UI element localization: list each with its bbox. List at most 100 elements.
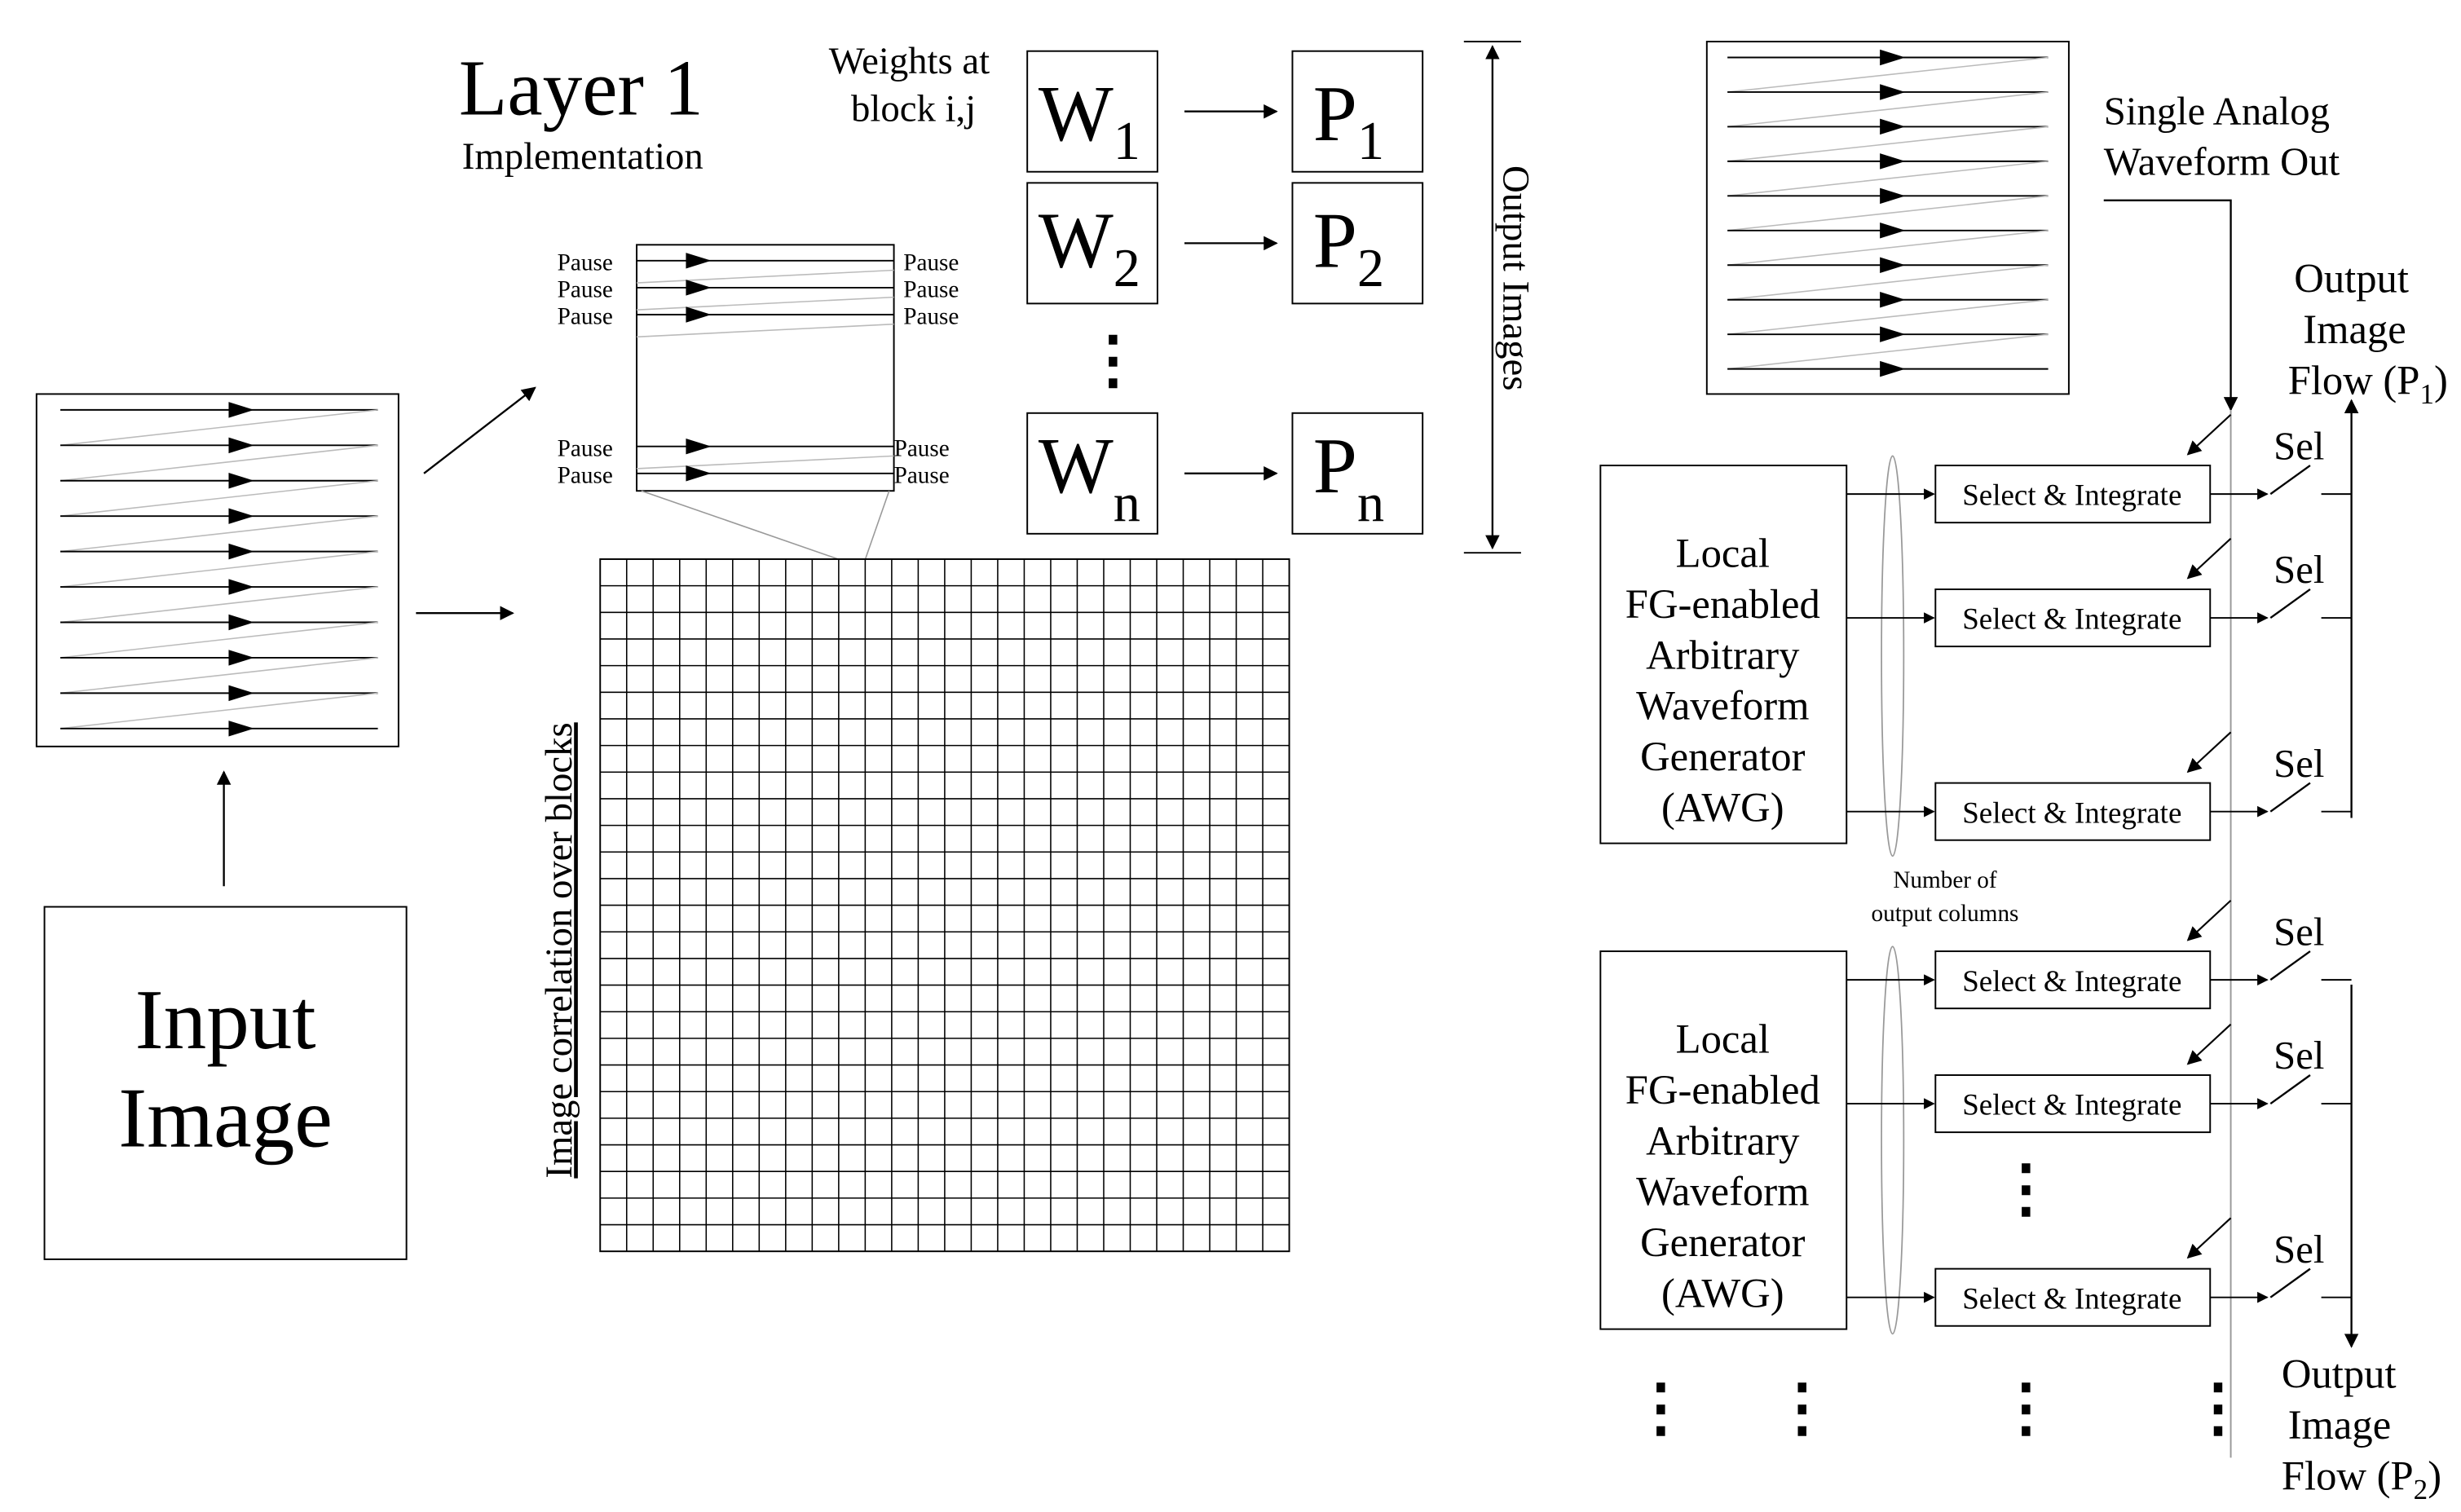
pause-retrace-line: [637, 269, 894, 284]
pause-label-left-3: Pause: [558, 304, 613, 330]
retrace-line: [1727, 298, 2049, 335]
pause-label-left-5: Pause: [558, 462, 613, 488]
awg-2-line-6: (AWG): [1661, 1270, 1784, 1316]
retrace-line: [60, 550, 378, 588]
output-box-p2-label: P2: [1313, 197, 1384, 298]
retrace-line: [1727, 161, 2049, 197]
retrace-line: [60, 586, 378, 624]
retrace-line: [1727, 56, 2049, 93]
output-box-pn: [1291, 412, 1424, 535]
output-box-p1: [1291, 50, 1424, 173]
analog-input-arrow: [2186, 413, 2232, 456]
analog-out-arrow: [2103, 199, 2238, 412]
retrace-line: [60, 692, 378, 730]
awg-1-line-5: Generator: [1640, 734, 1806, 779]
sel-label: Sel: [2274, 548, 2324, 592]
retrace-line: [1727, 230, 2049, 267]
pause-label-left-1: Pause: [558, 249, 613, 276]
awg-block-1: Local FG-enabled Arbitrary Waveform Gene…: [1599, 465, 1848, 844]
retrace-line: [1727, 264, 2049, 301]
scan-arrowhead: [228, 650, 254, 666]
sel-switch: [2269, 782, 2311, 813]
weights-label-line2: block i,j: [851, 87, 976, 130]
awg-2-line-4: Waveform: [1636, 1169, 1809, 1214]
num-columns-line1: Number of: [1893, 867, 1997, 893]
pause-label-left-4: Pause: [558, 435, 613, 461]
select-integrate-box: [1934, 588, 2212, 648]
sel-label: Sel: [2274, 1228, 2324, 1272]
sel-switch: [2269, 588, 2311, 619]
weight-row-2: W2 P2: [1026, 182, 1424, 305]
zoom-connector-left: [641, 490, 839, 560]
num-columns-line2: output columns: [1872, 901, 2019, 927]
flow-p1-line3: Flow (P1): [2288, 357, 2448, 410]
input-waveform-panel: [35, 393, 399, 747]
scan-arrowhead: [228, 402, 254, 418]
retrace-line: [60, 657, 378, 694]
si-ellipsis-middle: ⋮: [1994, 1154, 2057, 1224]
select-integrate-box: [1934, 465, 2212, 524]
select-integrate-label: Select & Integrate: [1962, 1282, 2181, 1316]
scan-arrowhead: [228, 579, 254, 595]
bottom-ellipsis-2: ⋮: [1771, 1373, 1834, 1443]
scan-arrowhead: [1880, 326, 1906, 342]
pause-retrace-line: [637, 296, 894, 311]
pause-arrowhead: [686, 438, 712, 455]
scan-arrowhead: [1880, 49, 1906, 66]
input-image-label-line2: Image: [118, 1070, 333, 1166]
weight-box-wn-label: Wn: [1039, 422, 1140, 533]
pause-label-right-5: Pause: [894, 462, 950, 488]
scan-arrowhead: [1880, 84, 1906, 100]
sel-label: Sel: [2274, 424, 2324, 468]
pause-retrace-line: [637, 455, 894, 469]
awg-1-line-2: FG-enabled: [1625, 581, 1820, 627]
bottom-ellipsis-1: ⋮: [1629, 1373, 1692, 1443]
select-integrate-label: Select & Integrate: [1962, 603, 2181, 637]
output-box-p1-label: P1: [1313, 70, 1384, 171]
scan-arrowhead: [228, 543, 254, 560]
weights-label-line1: Weights at: [829, 40, 990, 82]
scan-arrowhead: [228, 721, 254, 737]
pause-arrowhead: [686, 465, 712, 482]
select-integrate-label: Select & Integrate: [1962, 479, 2181, 513]
retrace-line: [1727, 126, 2049, 162]
flow-p2-line1: Output: [2282, 1351, 2397, 1397]
output-box-pn-label: Pn: [1313, 422, 1384, 533]
pause-arrowhead: [686, 306, 712, 323]
sel-switch: [2269, 1074, 2311, 1105]
analog-waveform-lines: [1727, 49, 2049, 377]
pause-arrowhead: [686, 253, 712, 269]
analog-input-arrow: [2186, 1023, 2232, 1065]
analog-input-arrow: [2186, 537, 2232, 580]
retrace-line: [60, 515, 378, 553]
scan-arrowhead: [228, 437, 254, 454]
awg-1-line-4: Waveform: [1636, 683, 1809, 729]
awg-2-line-2: FG-enabled: [1625, 1067, 1820, 1113]
weight-box-wn: [1026, 412, 1158, 535]
awg-box-2: [1599, 950, 1848, 1330]
zoom-connector-right: [864, 490, 890, 560]
input-image-label-line1: Input: [135, 972, 316, 1067]
scan-arrowhead: [1880, 360, 1906, 377]
retrace-line: [1727, 333, 2049, 370]
layer-subtitle: Implementation: [462, 135, 703, 178]
pause-label-right-3: Pause: [903, 304, 959, 330]
scan-arrowhead: [228, 614, 254, 631]
analog-out-label-line1: Single Analog: [2104, 89, 2330, 133]
pause-arrowhead: [686, 280, 712, 296]
weight-row-n: Wn Pn: [1026, 412, 1424, 535]
scan-arrowhead: [1880, 118, 1906, 135]
analog-out-label-line2: Waveform Out: [2104, 140, 2340, 184]
retrace-line: [60, 479, 378, 517]
select-integrate-label: Select & Integrate: [1962, 1089, 2181, 1122]
flow-p2-line2: Image: [2288, 1402, 2392, 1448]
sel-label: Sel: [2274, 1034, 2324, 1078]
analog-input-arrow: [2186, 899, 2232, 941]
retrace-line: [1727, 91, 2049, 128]
weights-ellipsis: ⋮: [1081, 325, 1144, 395]
weight-row-1: W1 P1: [1026, 50, 1424, 173]
sel-switch: [2269, 1267, 2311, 1298]
analog-input-arrow: [2186, 1217, 2232, 1259]
